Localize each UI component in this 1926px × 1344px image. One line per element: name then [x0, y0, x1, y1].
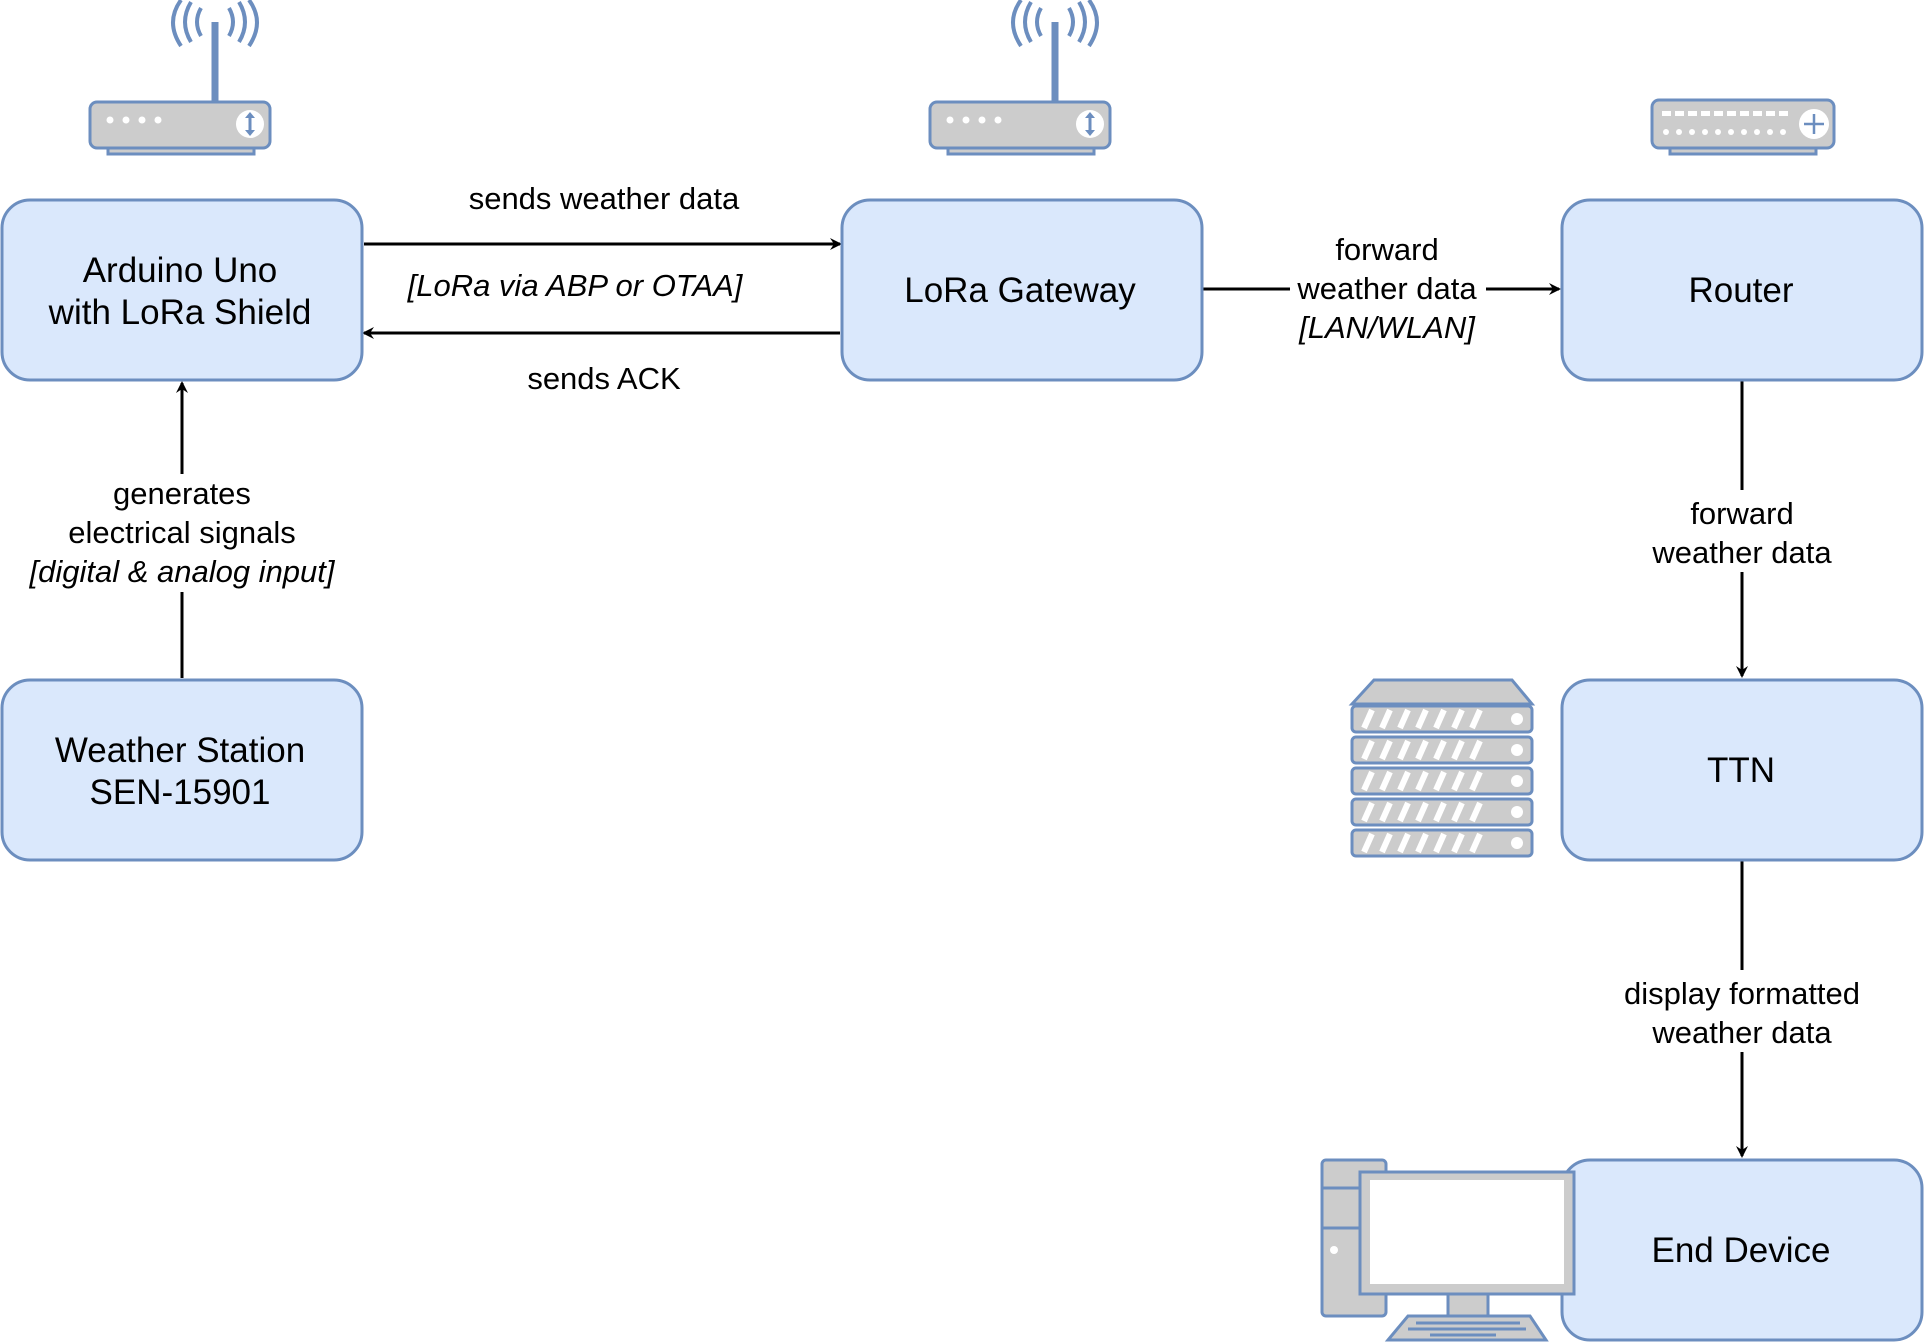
server-rack-icon — [1348, 678, 1536, 858]
node-label-line: TTN — [1707, 751, 1775, 790]
node-label-line: Arduino Uno — [83, 251, 278, 290]
edge-label-display-formatted: display formatted weather data — [1610, 970, 1874, 1052]
node-lora-gateway[interactable]: LoRa Gateway — [840, 198, 1204, 382]
edge-label-lora-mode: [LoRa via ABP or OTAA] — [407, 268, 744, 303]
node-label-line: with LoRa Shield — [48, 293, 312, 332]
node-end-device[interactable]: End Device — [1560, 1158, 1924, 1342]
edge-label-line: weather data — [1651, 535, 1832, 570]
edge-label-line: generates — [113, 476, 251, 511]
edge-label-generates-signals: generates electrical signals [digital & … — [15, 474, 349, 592]
wireless-router-icon — [88, 0, 272, 156]
node-router[interactable]: Router — [1560, 198, 1924, 382]
label-background — [1290, 228, 1486, 340]
node-label-line: Weather Station — [55, 731, 305, 770]
desktop-computer-icon — [1320, 1158, 1576, 1342]
edge-label-line: electrical signals — [68, 515, 295, 550]
label-background — [15, 474, 349, 592]
edge-label-sends-weather-data: sends weather data — [469, 181, 740, 216]
edge-label-line: [LAN/WLAN] — [1298, 310, 1476, 345]
node-ttn[interactable]: TTN — [1560, 678, 1924, 862]
edge-label-line: forward — [1335, 232, 1438, 267]
edge-label-line: forward — [1690, 496, 1793, 531]
node-label-line: LoRa Gateway — [904, 271, 1136, 310]
edge-label-line: display formatted — [1624, 976, 1860, 1011]
node-label-line: Router — [1688, 271, 1793, 310]
label-background — [1610, 970, 1874, 1052]
label-background — [1640, 490, 1844, 572]
edge-label-line: [digital & analog input] — [28, 554, 335, 589]
edge-label-line: weather data — [1651, 1015, 1832, 1050]
edge-label-forward-lan: forward weather data [LAN/WLAN] — [1290, 228, 1486, 345]
node-label-line: End Device — [1652, 1231, 1831, 1270]
edge-label-forward-router-ttn: forward weather data — [1640, 490, 1844, 572]
switch-icon — [1650, 98, 1836, 156]
node-label-line: SEN-15901 — [90, 773, 271, 812]
node-weather-station[interactable]: Weather Station SEN-15901 — [0, 678, 364, 862]
edge-label-line: weather data — [1296, 271, 1477, 306]
edge-label-sends-ack: sends ACK — [527, 361, 681, 396]
wireless-router-icon — [928, 0, 1112, 156]
node-arduino[interactable]: Arduino Uno with LoRa Shield — [0, 198, 364, 382]
